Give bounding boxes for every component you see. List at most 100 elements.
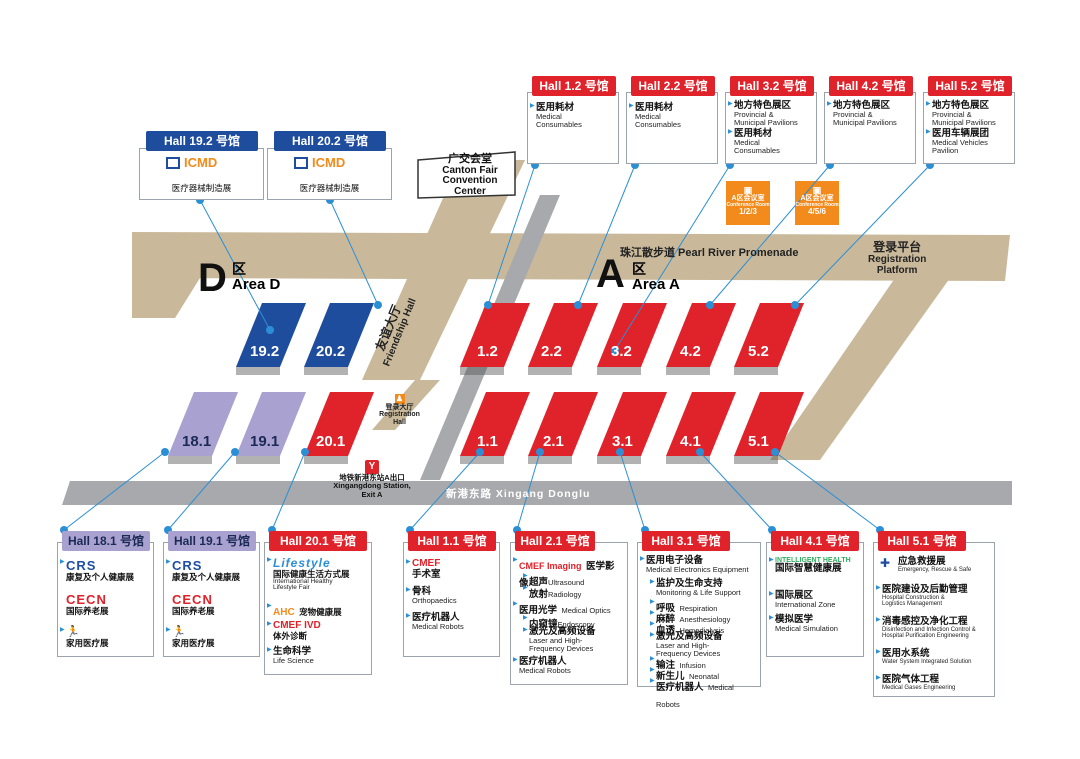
item-zh: 医疗机器人 [519, 656, 567, 667]
hall-label-4-2: 4.2 [680, 343, 701, 360]
connector-line [487, 164, 536, 306]
connector-dot [161, 448, 169, 456]
cecn-logo: CECN [172, 592, 213, 607]
item-zh: 国际养老展 [66, 605, 109, 616]
hall-20-1[interactable] [304, 392, 374, 456]
item-en: Hospital Construction & [882, 594, 945, 601]
area-a-zh: 区 [632, 261, 646, 277]
item-zh: 模拟医学 [775, 614, 814, 625]
hall-19-1-shadow [236, 456, 280, 464]
item-zh: 血透 [656, 625, 676, 636]
hall-5-2[interactable] [734, 303, 804, 367]
item-zh: 医用车辆展团 [932, 128, 990, 139]
hall-label-20-1: 20.1 [316, 433, 346, 450]
hall-2-1-shadow [528, 456, 572, 464]
hall-4-1-title: Hall 4.1 号馆 [771, 531, 859, 551]
item-en: Medical Simulation [775, 623, 838, 633]
hall-19-2[interactable] [236, 303, 306, 367]
hall-19-2-zh: 医疗器械制造展 [171, 183, 232, 193]
item-zh: 地方特色展区 [833, 100, 891, 111]
connector-line [614, 164, 731, 351]
hall-label-3-2: 3.2 [611, 343, 632, 360]
area-d-en: Area D [232, 276, 281, 293]
registration-en2: Platform [876, 265, 918, 277]
conf2-zh: A区会议室 [800, 195, 834, 203]
lifestyle-logo: Lifestyle [273, 556, 331, 570]
icmd-logo-icon [294, 157, 308, 169]
hall-4-2[interactable] [666, 303, 736, 367]
hall-20-1-shadow [304, 456, 348, 464]
hall-1-1-title: Hall 1.1 号馆 [408, 531, 496, 551]
hemodialysis-item: ▶血透 Hemodialysis [650, 621, 725, 636]
hall-2-2[interactable] [528, 303, 598, 367]
metro-label: Y 地铁新港东站A出口 Xingangdong Station, Exit A [322, 460, 422, 499]
hall-1-1-shadow [460, 456, 504, 464]
hall-1-2[interactable] [460, 303, 530, 367]
item-en: Medical Robots [656, 683, 734, 709]
hall-1-2-title: Hall 1.2 号馆 [532, 76, 616, 96]
item-en: Laser and High- [656, 640, 710, 650]
hall-4-1[interactable] [666, 392, 736, 456]
connector-line [774, 451, 881, 531]
hall-label-5-1: 5.1 [748, 433, 769, 450]
item-zh: 家用医疗展 [66, 637, 109, 648]
hall-1-1[interactable] [460, 392, 530, 456]
hall-19-2-logo: ICMD [184, 155, 218, 170]
connector-dot [266, 326, 274, 334]
promenade-label: 珠江散步道 Pearl River Promenade [620, 247, 799, 259]
home-logo-icon: 🏃 [66, 626, 80, 638]
hall-3-1[interactable] [597, 392, 667, 456]
road-label: 新港东路 Xingang Donglu [446, 488, 591, 500]
hall-5-1[interactable] [734, 392, 804, 456]
conf2-en: Conference Room [795, 201, 839, 208]
hall-20-1-title: Hall 20.1 号馆 [269, 531, 367, 551]
hall-20-2-title: Hall 20.2 号馆 [274, 131, 386, 151]
hall-5-2-title: Hall 5.2 号馆 [928, 76, 1012, 96]
promenade-left-branch [132, 278, 200, 318]
connector-dot [611, 346, 619, 354]
item-zh: 宠物健康展 [299, 607, 342, 617]
item-zh: 手术室 [412, 568, 441, 580]
canton-zh: 广交会堂 [448, 153, 492, 165]
item-zh: 医疗机器人 [412, 612, 460, 623]
hall-20-2-card: Hall 20.2 号馆 ICMD 医疗器械制造展 [267, 131, 392, 200]
item-en: Frequency Devices [529, 643, 594, 653]
hall-4-2-title: Hall 4.2 号馆 [829, 76, 913, 96]
hall-18-1[interactable] [168, 392, 238, 456]
connector-dot [574, 301, 582, 309]
connector-dot [616, 448, 624, 456]
item-zh: 体外诊断 [273, 630, 308, 641]
registration-zh: 登录平台 [873, 240, 922, 254]
respiration-item: ▶呼吸 Respiration [650, 599, 718, 614]
item-en: Medical [536, 111, 562, 121]
hall-3-1-shadow [597, 456, 641, 464]
hall-20-2[interactable] [304, 303, 374, 367]
conf2-icon: ▣ [812, 185, 822, 195]
area-d-letter: D [198, 256, 227, 300]
hall-4-2-shadow [666, 367, 710, 375]
hall-2-1[interactable] [528, 392, 598, 456]
hall-5-2-shadow [734, 367, 778, 375]
hall-4-1-shadow [666, 456, 710, 464]
xingang-donglu-road [62, 481, 1012, 505]
connector-line [329, 199, 379, 306]
ultrasound-item: ▶超声Ultrasound [523, 573, 585, 588]
item-en: International Healthy [273, 577, 333, 585]
hall-3-2[interactable] [597, 303, 667, 367]
hall-label-1-1: 1.1 [477, 433, 498, 450]
hall-19-1[interactable] [236, 392, 306, 456]
item-en: Medical [734, 137, 760, 147]
